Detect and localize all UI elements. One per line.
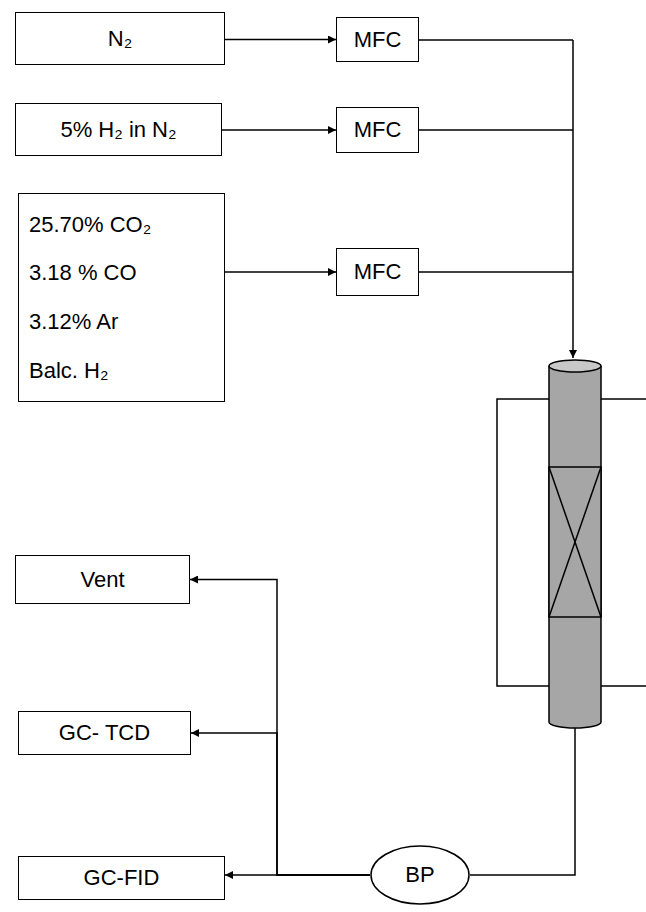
node-label: GC- TCD — [59, 720, 150, 745]
node-label: MFC — [354, 27, 402, 52]
flow-arrow — [225, 39, 336, 41]
node-label: MFC — [354, 117, 402, 142]
mass-flow-controller: MFC — [336, 17, 419, 62]
flow-arrow — [225, 271, 336, 273]
mass-flow-controller: MFC — [336, 248, 419, 296]
vent-box: Vent — [15, 555, 190, 604]
flow-arrow — [222, 129, 336, 131]
gas-source-box: N₂ — [15, 12, 225, 65]
gc-fid-box: GC-FID — [18, 856, 225, 900]
flow-arrow — [191, 733, 370, 875]
node-label: 3.18 % CO — [29, 260, 137, 285]
feed-manifold — [419, 40, 573, 358]
node-label: Vent — [80, 567, 124, 592]
node-label: BP — [405, 862, 434, 887]
gas-source-box: 5% H₂ in N₂ — [15, 103, 222, 156]
node-label: N₂ — [108, 26, 132, 51]
flow-arrow — [190, 580, 370, 876]
node-label: 3.12% Ar — [29, 309, 118, 334]
node-label: Balc. H₂ — [29, 358, 108, 383]
node-label: 5% H₂ in N₂ — [60, 117, 176, 142]
outlet-line — [470, 728, 575, 875]
node-label: MFC — [354, 259, 402, 284]
node-label: 25.70% CO₂ — [29, 212, 151, 237]
reactor-tube — [549, 360, 601, 728]
mass-flow-controller: MFC — [336, 107, 419, 153]
gc-tcd-box: GC- TCD — [18, 711, 191, 755]
node-label: GC-FID — [84, 865, 160, 890]
back-pressure-regulator: BP — [370, 845, 470, 905]
feed-gas-box: 25.70% CO₂ 3.18 % CO 3.12% Ar Balc. H₂ — [18, 193, 225, 402]
